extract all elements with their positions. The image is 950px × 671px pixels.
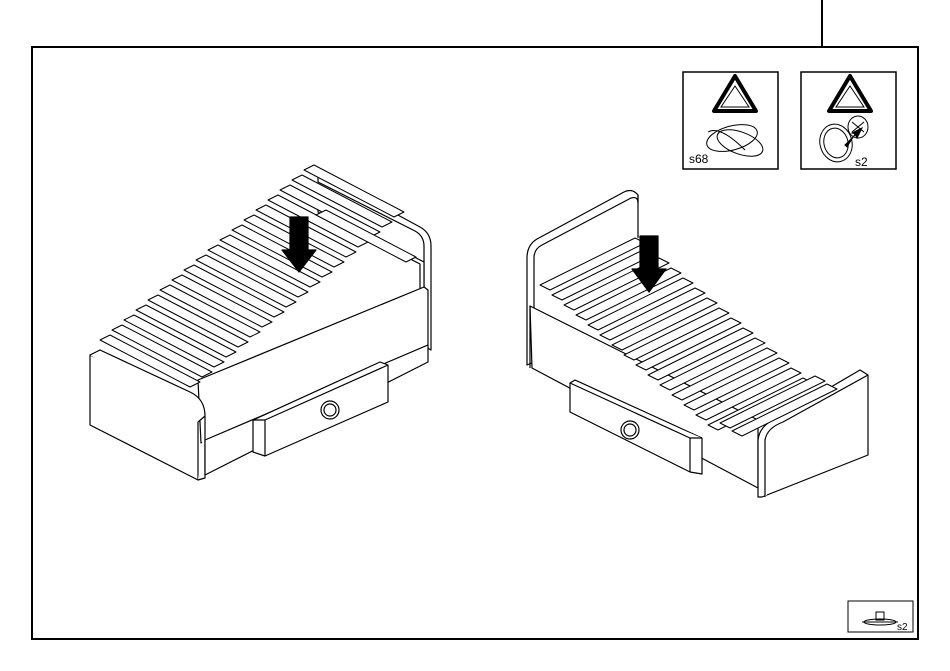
- panel-label-s68: s68: [689, 152, 708, 166]
- bed-right: [527, 191, 868, 497]
- corner-part-label: s2: [897, 622, 908, 633]
- warning-triangle-icon: [829, 76, 871, 111]
- cam-fitting-icon: [862, 612, 898, 625]
- panel-label-s2: s2: [855, 155, 868, 169]
- part-sticker-icon: [704, 120, 767, 162]
- bed-left: [90, 165, 431, 480]
- warning-triangle-icon: [714, 76, 756, 111]
- info-panel-s2: [801, 72, 896, 169]
